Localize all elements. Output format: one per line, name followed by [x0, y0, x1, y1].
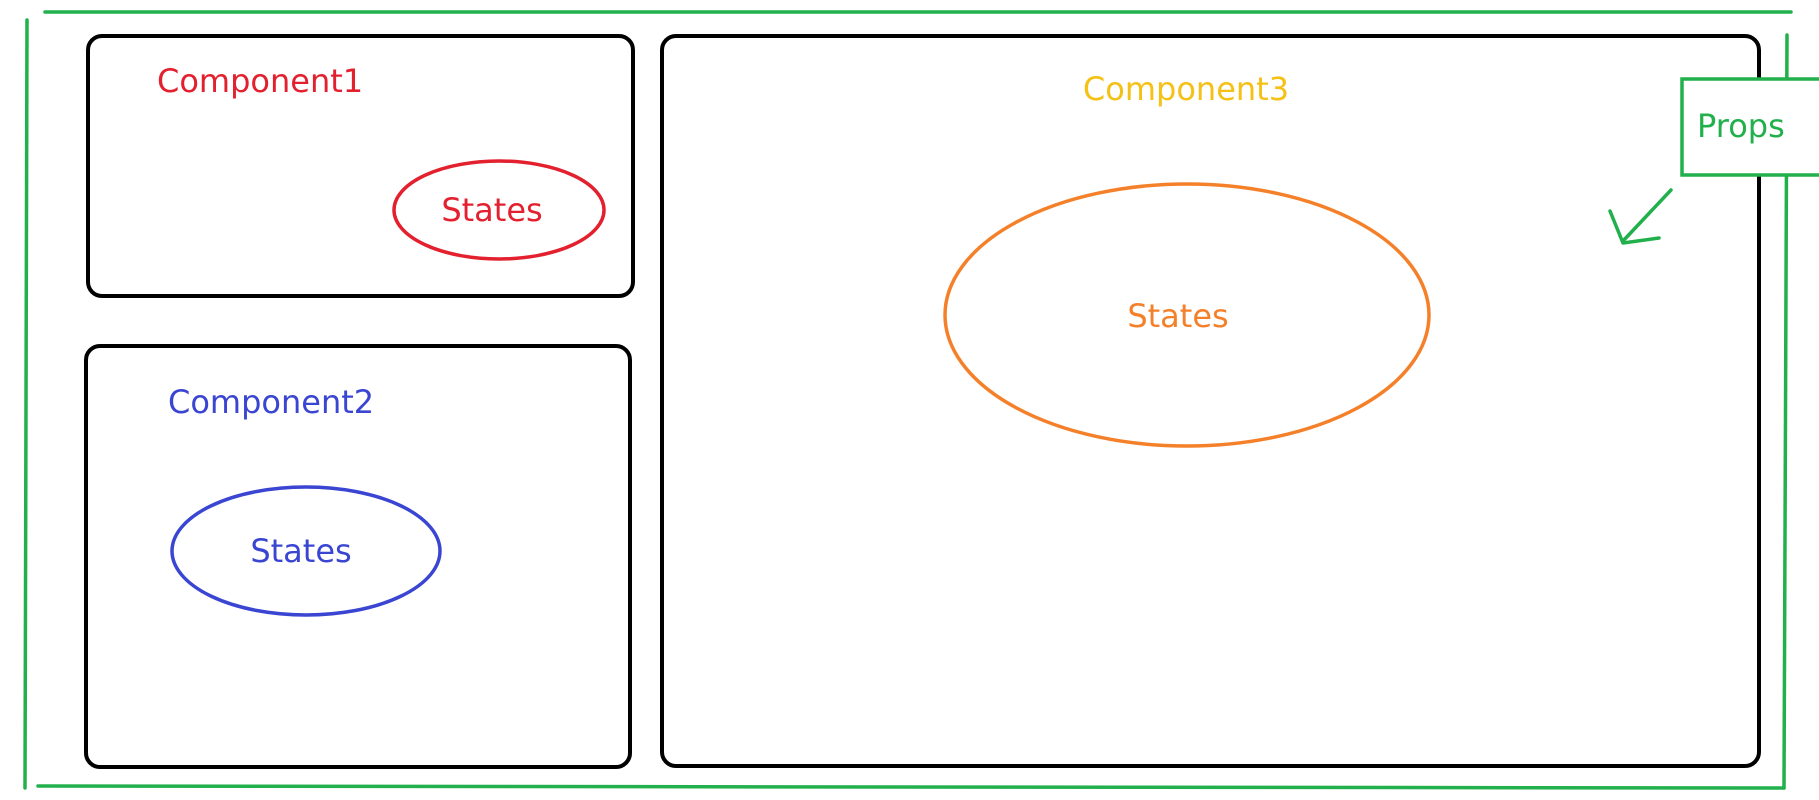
arrow-shaft	[1621, 188, 1673, 243]
component1-title: Component1	[157, 62, 363, 100]
component2-border	[84, 344, 632, 769]
component3-border	[660, 34, 1761, 768]
component3-states-label: States	[1127, 297, 1228, 335]
component2-states-label: States	[250, 532, 351, 570]
component1-states-label: States	[441, 191, 542, 229]
component2-box: Component2 States	[84, 344, 632, 769]
component1-states-ellipse	[392, 159, 606, 261]
component3-title: Component3	[1083, 70, 1289, 108]
arrow-icon	[1608, 188, 1673, 245]
component2-states-ellipse	[170, 485, 442, 617]
component2-title: Component2	[168, 383, 374, 421]
props-box	[1680, 77, 1819, 177]
props-label: Props	[1697, 107, 1785, 145]
props-callout: Props	[1608, 77, 1819, 245]
arrow-head	[1608, 209, 1661, 245]
component1-border	[86, 34, 635, 298]
component3-box: Component3 States	[660, 34, 1761, 768]
outer-frame-left	[23, 18, 29, 790]
component3-states-ellipse	[943, 182, 1431, 448]
outer-frame-bottom	[36, 784, 1786, 790]
component1-box: Component1 States	[86, 34, 635, 298]
